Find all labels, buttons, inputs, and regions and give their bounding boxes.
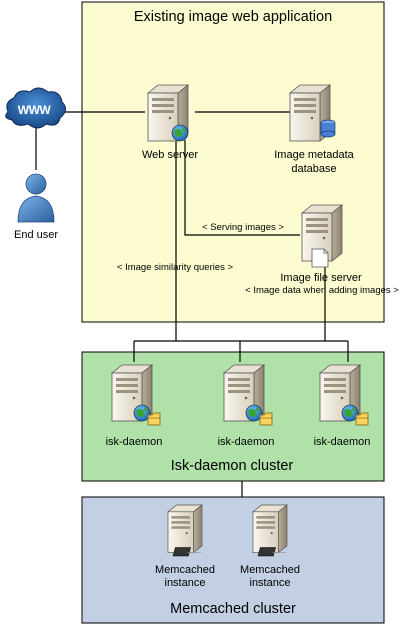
file-server-icon: [301, 204, 343, 268]
serving-images-label: < Serving images >: [202, 222, 284, 233]
memcached-server-icon: [167, 504, 203, 557]
database-server-icon: [289, 84, 336, 142]
memory-card-icon: [172, 547, 202, 557]
app-group-box: [81, 1, 385, 323]
similarity-queries-label: < Image similarity queries >: [117, 262, 234, 273]
internet-label: WWW: [18, 103, 52, 117]
app-group-title: Existing image web application: [134, 9, 332, 25]
isk-daemon-label-1: isk-daemon: [106, 436, 163, 448]
connection-lines: [35, 111, 349, 497]
memcached-label-2-line1: Memcached: [240, 564, 300, 576]
metadata-db-label-line2: database: [291, 163, 336, 175]
memcached-cluster-title: Memcached cluster: [170, 601, 296, 617]
memcached-label-2-line2: instance: [250, 577, 291, 589]
memory-card-icon: [257, 547, 287, 557]
web-server-label: Web server: [142, 149, 198, 161]
memcached-label-1-line1: Memcached: [155, 564, 215, 576]
end-user-label: End user: [14, 229, 58, 241]
memcached-cluster-box: [81, 496, 385, 624]
adding-images-label: < Image data when adding images >: [245, 285, 399, 296]
isk-daemon-label-3: isk-daemon: [314, 436, 371, 448]
metadata-db-label-line1: Image metadata: [274, 149, 354, 161]
isk-daemon-label-2: isk-daemon: [218, 436, 275, 448]
memcached-label-1-line2: instance: [165, 577, 206, 589]
database-cylinder-icon: [320, 119, 336, 138]
web-server-icon: [147, 84, 189, 142]
user-icon: [17, 173, 55, 223]
isk-cluster-title: Isk-daemon cluster: [171, 458, 294, 474]
memcached-server-icon: [252, 504, 288, 557]
webserver-fileserver-link: [184, 140, 300, 236]
file-server-label: Image file server: [280, 272, 362, 284]
internet-cloud-icon: WWW: [5, 87, 66, 129]
